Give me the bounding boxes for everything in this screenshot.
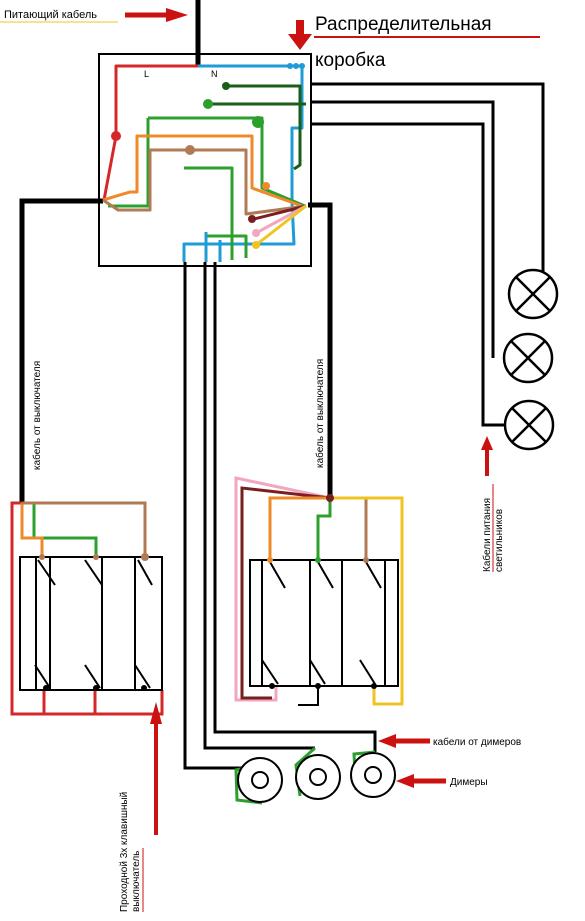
orange-wire [102,134,303,208]
arrow-icon [150,702,162,835]
right-switch-pink [234,476,331,702]
dimmer-icon [350,752,396,798]
supply-cable-label: Питающий кабель [4,9,97,21]
main-cables [19,0,333,503]
left-switch-orange [20,503,44,557]
teal-wire [204,232,222,262]
arrow-icon [288,20,312,50]
lamp-cable-3 [310,122,505,427]
right-switch [234,476,404,706]
phase-wire [102,64,198,201]
maroon-wire [249,204,307,222]
switch-label-line1: Проходной 3х клавишный [119,792,130,912]
arrow-icon [481,436,493,476]
lamp-cable-1 [310,82,545,272]
dimmer-and-lamp-cables [183,82,545,770]
lamp-icon [507,268,559,320]
right-switch-brown [330,496,368,560]
lamp-cable-2 [310,100,495,358]
dimmer-icon [295,754,341,800]
dimmers [234,746,396,805]
phase-label: L [144,69,149,79]
left-switch [10,501,164,716]
connection-dots [111,63,305,249]
dimmer-cables-label: кабели от димеров [433,736,521,748]
pink-wire [255,204,307,235]
dark-green-wire [208,84,306,171]
box-title-line2: коробка [315,50,386,71]
arrow-icon [125,8,188,22]
dimmer-icon [237,757,283,803]
lamps [502,268,559,451]
brown-wire [102,148,307,216]
lamp-icon [503,399,555,451]
left-switch-cable-line [19,198,103,503]
right-switch-cable-label: кабель от выключателя [314,359,326,468]
green-wire-3 [184,166,248,260]
arrow-icon [378,734,430,748]
left-switch-brown [22,501,147,557]
left-switch-green [22,501,98,557]
right-switch-yellow [330,496,404,706]
dimmer-cable-2 [203,262,315,750]
left-switch-body [19,556,163,691]
left-switch-phase-loop [10,501,164,716]
box-title-line1: Распределительная [315,14,492,35]
green-wire-2 [108,118,150,208]
neutral-label: N [211,69,218,79]
neutral-wire [182,64,304,262]
arrow-icon [396,774,446,788]
annotation-arrows [125,8,493,835]
right-switch-cable-line [308,202,333,498]
yellow-wire [255,204,307,247]
dimmers-label: Димеры [450,777,488,788]
right-switch-green [316,498,332,560]
left-switch-cable-label: кабель от выключателя [31,361,43,470]
switch-label-line2: выключатель [131,851,142,912]
right-switch-orange [268,496,330,560]
green-wire-1 [148,116,306,208]
lamp-cables-label-line2: светильников [494,509,505,572]
dimmer-cable-1 [183,262,245,770]
right-switch-body [249,559,399,687]
lamp-icon [502,332,554,384]
box-wires [102,64,307,262]
lamp-cables-label-line1: Кабели питания [481,498,493,572]
right-switch-white-return [298,686,319,706]
dimmer-cable-3 [213,262,377,752]
right-switch-maroon [240,486,331,700]
distribution-box [98,53,312,267]
